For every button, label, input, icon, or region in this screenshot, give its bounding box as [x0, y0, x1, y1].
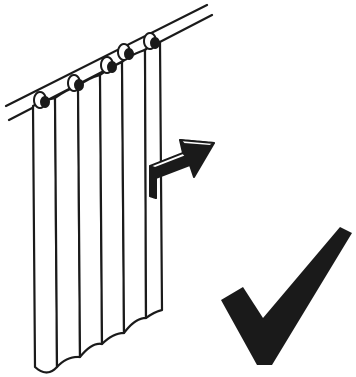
curtain-hook	[34, 92, 49, 108]
curtain-pleat	[78, 75, 102, 357]
curtain-pleat	[122, 50, 146, 333]
curtain-pleat	[55, 86, 80, 367]
checkmark-icon	[221, 227, 352, 365]
curtain-hook	[118, 44, 133, 60]
curtain-hook	[144, 33, 159, 49]
curtain-pleat	[100, 62, 124, 344]
curtain-panel	[33, 42, 162, 373]
curtain-pleat	[33, 98, 57, 373]
curtain-hook	[101, 57, 116, 73]
curtain-hook	[68, 75, 83, 91]
